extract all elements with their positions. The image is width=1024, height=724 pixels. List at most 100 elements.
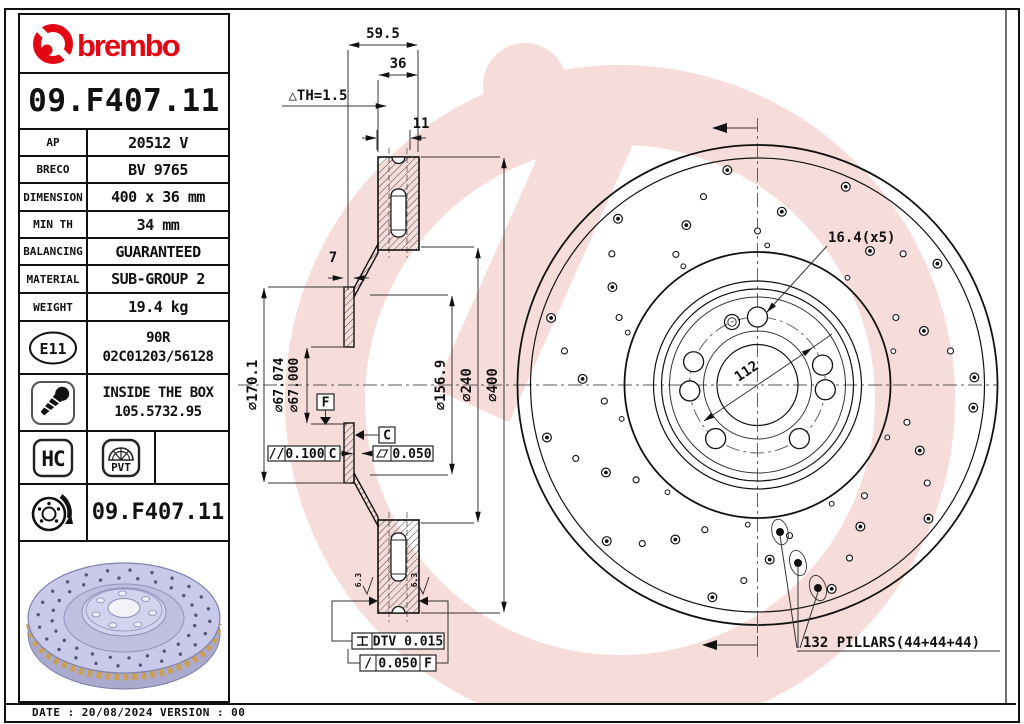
photo-drill-dot [105,569,110,573]
row-value: 400 x 36 mm [111,188,205,206]
photo-drill-dot [208,619,212,624]
svg-text:7: 7 [329,250,337,266]
drill-hole-small [828,500,835,507]
photo-drill-dot [159,659,164,663]
dim-hat-diameter: ∅156.9 [370,294,455,476]
date-label: DATE : [32,705,75,719]
homologation-line2: 02C01203/56128 [102,348,214,365]
disc-photo [20,542,228,705]
surface-finish-left: 6.3 [354,573,374,596]
empty-cell [156,432,228,483]
hc-badge: HC [20,432,88,483]
photo-drill-dot [181,593,186,598]
brand-header: brembo [20,15,228,74]
drill-hole-center [545,435,549,440]
photo-drill-dot [127,656,131,660]
photo-drill-dot [90,652,95,656]
photo-drill-dot [75,646,79,650]
photo-bolt-hole [108,622,118,629]
row-value: 19.4 kg [128,298,188,316]
cross-drill-holes [541,165,980,603]
drill-hole-center [779,209,784,214]
drill-hole-center [829,587,834,591]
photo-bolt-hole [148,609,157,616]
bolt-hole [788,427,811,450]
rotor-ring-top-section [377,148,420,258]
drill-hole-center [710,595,715,600]
hc-text: HC [41,447,65,471]
photo-drill-dot [206,607,211,611]
photo-drill-dot [67,590,72,594]
drill-hole-small [680,263,687,270]
pvt-badge: PVT [88,432,156,483]
drill-hole-small [764,242,771,249]
photo-drill-dot [170,576,174,580]
drill-hole [699,193,708,201]
date-band: DATE : 20/08/2024 VERSION : 00 [6,703,1016,719]
drill-hole [608,250,616,258]
photo-drill-dot [169,586,173,590]
photo-drill-dot [65,580,70,584]
drill-hole-center [926,516,931,521]
drill-hole [753,227,762,235]
dim-disc-thickness: 36 [377,56,418,152]
photo-drill-dot [37,625,42,629]
bolt-hole [814,379,836,401]
table-row: WEIGHT 19.4 kg [20,294,228,322]
table-row: MATERIAL SUB-GROUP 2 [20,266,228,294]
row-label: BALANCING [20,239,88,264]
svg-text:∅170.1: ∅170.1 [245,360,261,411]
photo-drill-dot [176,642,181,646]
drill-hole-center [917,448,922,453]
dtv-leaders [331,596,449,664]
dim-drill-hole: 11 [362,116,429,150]
photo-drill-dot [82,583,86,587]
drill-hole-center [725,168,730,173]
photo-drill-dot [40,600,45,605]
row-value: 20512 V [128,133,188,152]
photo-bolt-hole [118,590,127,597]
drill-hole-center [616,216,620,221]
drill-hole-center [610,285,615,290]
drill-hole [860,492,869,500]
dim-bore-diameter: ∅67.074 ∅67.000 [272,346,346,425]
drill-hole-center [604,539,609,543]
row-value: BV 9765 [128,160,188,179]
drill-hole [899,250,907,258]
row-label: MIN TH [20,212,88,237]
hub-step-circle [669,296,846,474]
drill-hole [923,479,931,487]
surface-finish-right: 6.3 [410,573,430,596]
rotor-ring-bottom-section [377,512,420,622]
drill-hole [600,397,608,405]
dim-hat-wall: 7 [328,250,369,281]
braking-band-inner-edge [623,251,892,519]
row-label: WEIGHT [20,294,88,320]
drill-hole-center [868,249,872,253]
drill-hole-small [624,329,631,336]
page-border [4,8,1020,723]
rotation-arrow-bottom [702,612,758,650]
svg-text:F: F [322,396,330,411]
photo-drill-dot [45,637,49,641]
photo-drill-dot [190,603,194,607]
drill-hole [632,476,640,484]
svg-text:∅67.074: ∅67.074 [272,357,287,412]
drill-hole [672,250,680,258]
svg-text:11: 11 [413,116,430,132]
homologation-line1: 90R [146,330,170,347]
datum-c: C [355,426,396,444]
photo-drill-dot [199,595,203,599]
photo-drill-dot [162,649,166,653]
svg-text:DTV 0.015: DTV 0.015 [373,635,443,650]
hc-icon: HC [32,438,74,477]
runout-frame: / 0.050 F [359,654,437,672]
drill-hole [638,540,646,548]
datum-f: F [316,393,335,425]
photo-drill-dot [187,633,191,638]
flange-circle [652,280,863,490]
bolt-hole [746,306,769,328]
parallelism-frame: // 0.100 C [267,445,353,462]
version-value: 00 [231,705,246,719]
svg-text:F: F [424,657,432,672]
